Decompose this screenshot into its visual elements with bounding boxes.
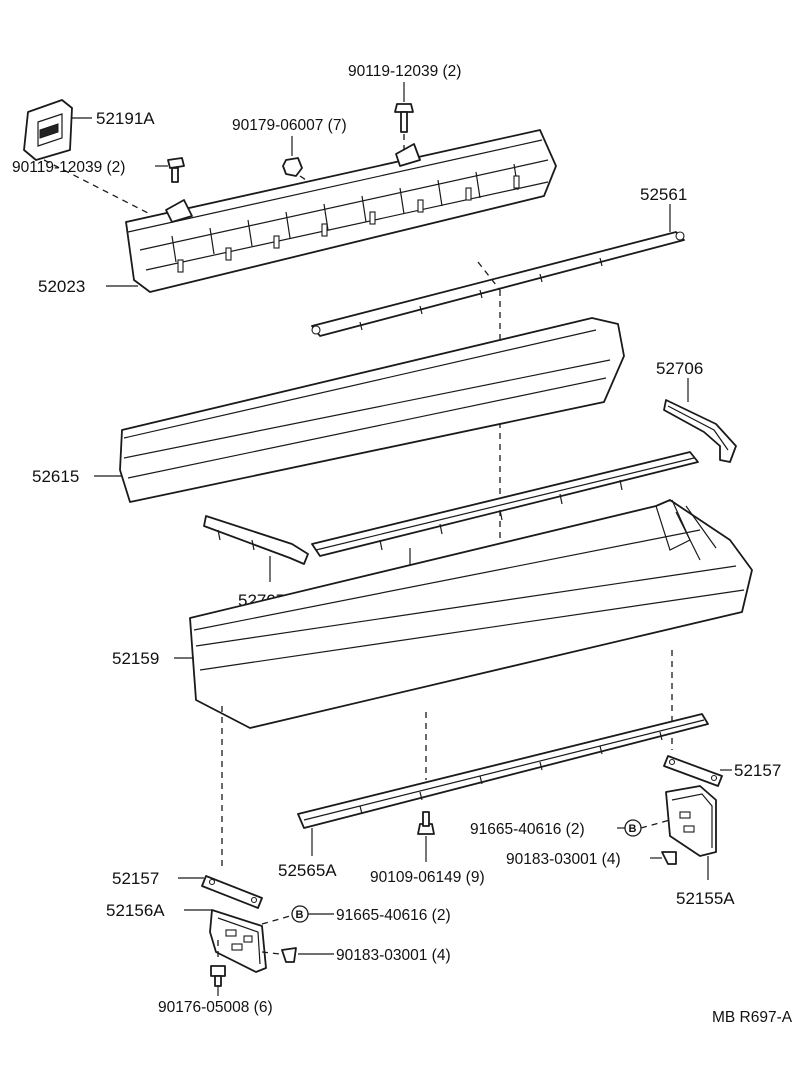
reinforcement-52023 <box>125 129 557 293</box>
label-52157-right: 52157 <box>734 761 781 780</box>
bolt-90119-top <box>394 103 414 133</box>
bracket-52157-left <box>201 875 263 909</box>
label-90183-right: 90183-03001 (4) <box>506 851 621 868</box>
bolt-90119-left <box>167 157 185 183</box>
nut-90183-left <box>281 947 297 963</box>
nut-90179 <box>282 157 303 177</box>
label-52159: 52159 <box>112 649 159 668</box>
bolt-90109 <box>417 811 435 835</box>
label-52565a: 52565A <box>278 861 337 880</box>
retainer-52561 <box>311 231 685 337</box>
label-52191a: 52191A <box>96 109 155 128</box>
label-52615: 52615 <box>32 467 79 486</box>
strip-52565a <box>297 713 709 829</box>
svg-text:B: B <box>296 909 304 921</box>
bracket-52155a <box>665 785 717 857</box>
moulding-52706 <box>663 399 737 463</box>
dash-91665-right <box>640 819 671 829</box>
bumper-cover-52159 <box>189 499 753 729</box>
label-52023: 52023 <box>38 277 85 296</box>
label-91665-right: 91665-40616 (2) <box>470 821 585 838</box>
dash-center-top <box>477 261 501 291</box>
bolt-90176 <box>210 965 226 987</box>
label-52157-left: 52157 <box>112 869 159 888</box>
dash-90183-left <box>261 951 281 955</box>
label-90109: 90109-06149 (9) <box>370 869 485 886</box>
label-90176: 90176-05008 (6) <box>158 999 273 1016</box>
svg-text:B: B <box>629 823 637 835</box>
label-52155a: 52155A <box>676 889 735 908</box>
circled-b-left-icon: B <box>291 905 309 923</box>
nut-90183-right <box>661 851 677 865</box>
label-90119-top: 90119-12039 (2) <box>348 63 461 80</box>
label-90183-left: 90183-03001 (4) <box>336 947 451 964</box>
label-90179: 90179-06007 (7) <box>232 117 347 134</box>
circled-b-right-icon: B <box>624 819 642 837</box>
moulding-52751 <box>311 451 699 557</box>
dash-52191a-to-reinforcement <box>43 159 151 215</box>
dash-91665-left <box>261 915 291 925</box>
label-90119-left: 90119-12039 (2) <box>12 159 125 176</box>
bumper-cover-52615 <box>119 317 625 503</box>
label-52706: 52706 <box>656 359 703 378</box>
bracket-52157-right <box>663 755 723 787</box>
label-52561: 52561 <box>640 185 687 204</box>
reference-code: MB R697-A <box>712 1009 793 1026</box>
label-91665-left: 91665-40616 (2) <box>336 907 451 924</box>
bracket-52191a <box>23 99 73 161</box>
label-52156a: 52156A <box>106 901 165 920</box>
bracket-52156a <box>209 909 267 973</box>
moulding-52707 <box>203 515 309 565</box>
